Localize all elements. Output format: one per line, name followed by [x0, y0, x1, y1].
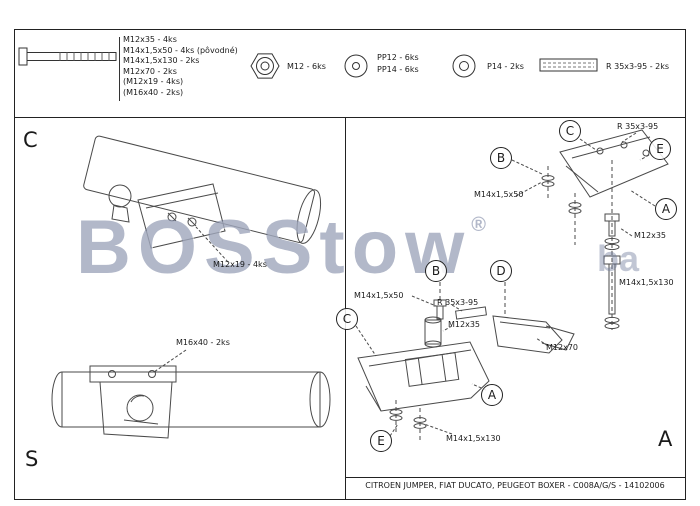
view-letter-c: C	[23, 128, 38, 152]
plate-label: R 35x3-95 - 2ks	[606, 62, 670, 71]
bolt-part-item: (M16x40 - 2ks)	[123, 87, 184, 97]
label-m12x70: M12x70	[546, 343, 578, 352]
registered-mark: ®	[471, 214, 486, 236]
bolt-parts-list: M12x35 - 4ks M14x1,5x50 - 4ks (pôvodné) …	[123, 35, 238, 99]
callout-a-low: A	[481, 384, 503, 406]
bolt-part-item: M14x1,5x50 - 4ks (pôvodné)	[123, 45, 238, 55]
callout-d-mid: D	[490, 260, 512, 282]
label-m12x19: M12x19 - 4ks	[213, 260, 267, 269]
washer-p-icon	[452, 54, 476, 78]
label-plate-mid: R 35x3-95	[437, 298, 479, 307]
label-m14x130-right: M14x1,5x130	[619, 278, 674, 287]
watermark-partial: ba	[597, 238, 640, 279]
washer-p-label: P14 - 2ks	[487, 62, 524, 71]
bolt-part-item: (M12x19 - 4ks)	[123, 77, 184, 87]
bolt-part-item: M14x1,5x130 - 2ks	[123, 56, 200, 66]
frame-lines	[14, 29, 686, 500]
label-m14x50-mid: M14x1,5x50	[354, 291, 404, 300]
view-c-drawing	[83, 135, 322, 263]
vehicle-model-footer: CITROEN JUMPER, FIAT DUCATO, PEUGEOT BOX…	[365, 481, 665, 490]
view-s-drawing	[51, 349, 331, 439]
washer-pp-icon	[344, 54, 368, 78]
bolt-part-item: M12x35 - 4ks	[123, 35, 177, 44]
label-plate-top: R 35x3-95	[617, 122, 659, 131]
label-m14x50-top: M14x1,5x50	[474, 190, 524, 199]
callout-e-top: E	[649, 138, 671, 160]
callout-c-left: C	[336, 308, 358, 330]
assembly-drawing	[355, 129, 669, 442]
callout-b-mid: B	[425, 260, 447, 282]
callout-e-low: E	[370, 430, 392, 452]
plate-icon	[539, 58, 598, 72]
washer-pp14-label: PP14 - 6ks	[377, 65, 419, 74]
bolt-part-item: M12x70 - 2ks	[123, 66, 177, 76]
label-m12x35-mid: M12x35	[448, 320, 480, 329]
watermark-bosstow: BOSStow®	[76, 205, 486, 290]
callout-a-right: A	[655, 198, 677, 220]
label-m16x40: M16x40 - 2ks	[176, 338, 230, 347]
label-m14x130-low: M14x1,5x130	[446, 434, 501, 443]
bolt-icon	[18, 37, 120, 101]
view-letter-a: A	[658, 427, 673, 451]
callout-b-top: B	[490, 147, 512, 169]
nut-label: M12 - 6ks	[287, 62, 326, 71]
nut-icon	[250, 53, 280, 79]
callout-c-top: C	[559, 120, 581, 142]
view-letter-s: S	[25, 447, 39, 471]
washer-pp12-label: PP12 - 6ks	[377, 53, 419, 62]
label-m12x35-right: M12x35	[634, 231, 666, 240]
